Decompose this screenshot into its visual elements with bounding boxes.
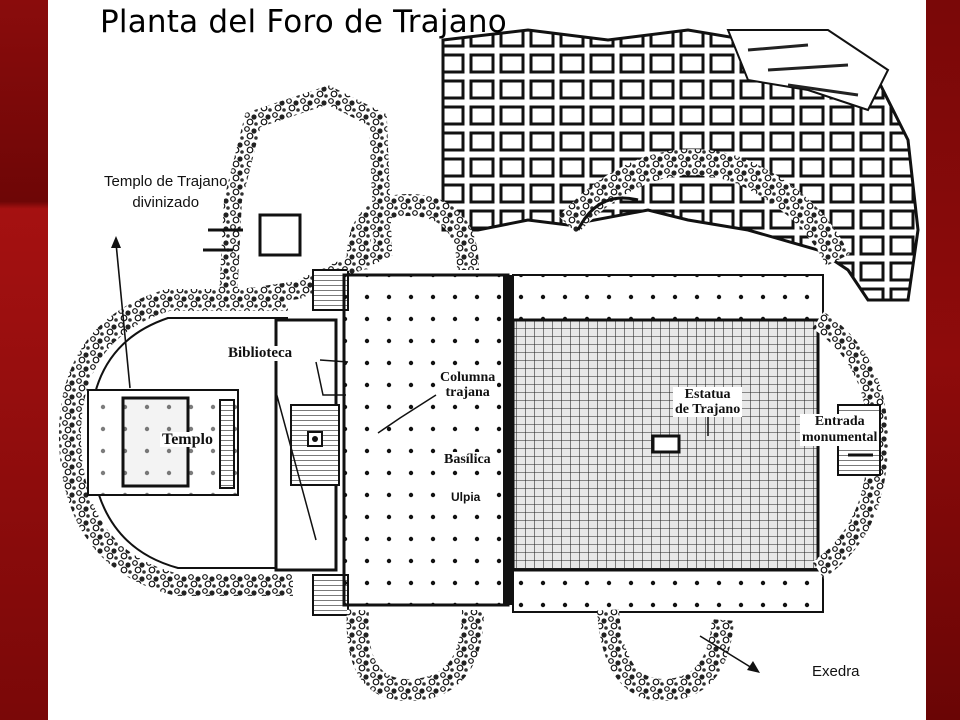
slide-canvas: Planta del Foro de Trajano Templo de Tra… [48,0,926,720]
estatua-line1: Estatua [684,387,731,402]
slide-title: Planta del Foro de Trajano [100,4,507,40]
columna-line1: Columna [440,370,496,385]
entrada-monumental-label: Entrada monumental [800,414,880,446]
forum-floor-plan [58,28,920,702]
estatua-trajano-label: Estatua de Trajano [673,387,743,417]
basilica-apse-south [346,609,484,702]
exedra-callout-arrow [699,635,753,669]
basilica-apse-north [346,193,479,271]
columna-trajana-label: Columna trajana [438,370,498,400]
templo-trajano-callout: Templo de Trajano divinizado [104,171,227,213]
biblioteca-label: Biblioteca [226,345,295,361]
entrada-line1: Entrada [814,414,865,429]
entrada-line2: monumental [802,430,878,445]
basilica-ulpia [342,273,510,607]
exedra-apse [597,609,734,702]
templo-label: Templo [160,431,215,448]
templo-trajano-line2: divinizado [132,194,200,211]
ulpia-label: Ulpia [449,490,483,505]
slide-frame-right [926,0,960,720]
templo-trajano-line1: Templo de Trajano [104,173,228,190]
trajan-statue-base [651,434,681,454]
columna-line2: trajana [445,385,490,400]
estatua-line2: de Trajano [675,402,741,417]
basilica-label: Basílica [442,452,493,467]
exedra-callout: Exedra [812,663,860,680]
templo-callout-arrow [115,242,131,389]
slide-frame-left [0,0,48,720]
